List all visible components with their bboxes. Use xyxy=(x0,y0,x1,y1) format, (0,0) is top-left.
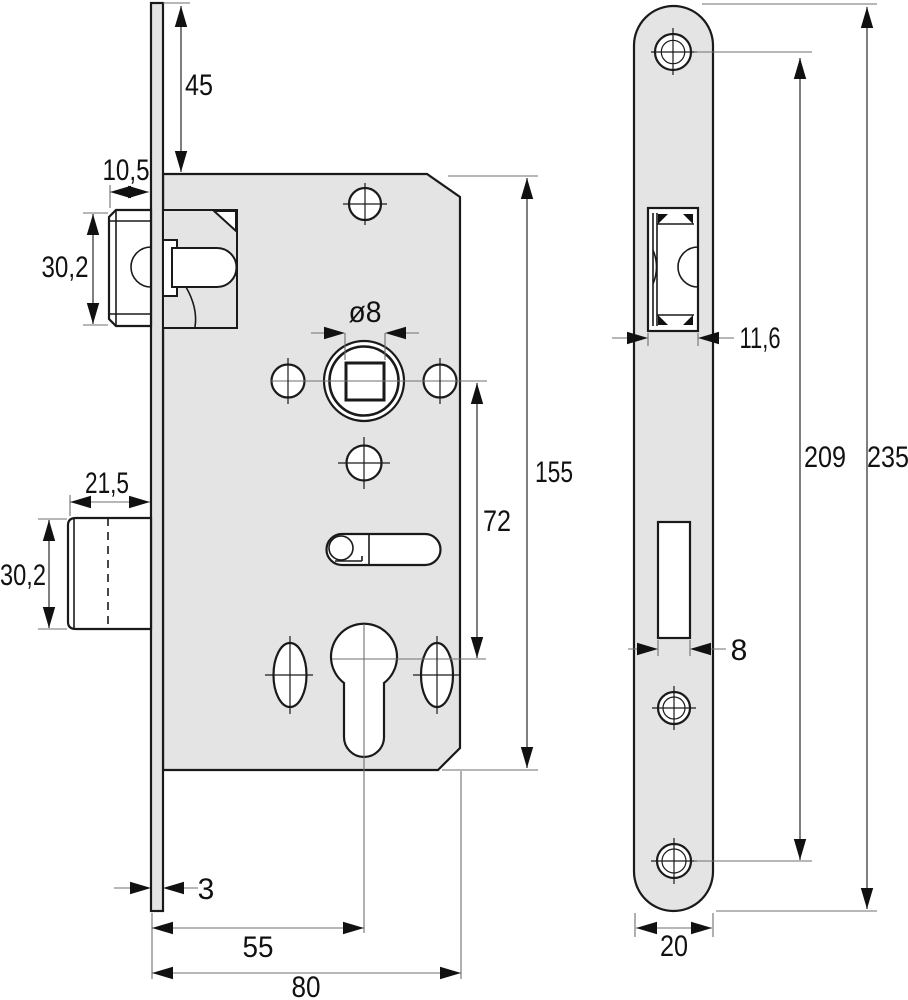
dim-label-11-6: 11,6 xyxy=(740,322,781,355)
latch-cutout xyxy=(646,206,700,333)
side-view-dimensions: 45 10,5 30,2 ø8 21,5 xyxy=(0,2,573,1000)
arrow-down-icon xyxy=(174,151,188,172)
arrow-right-icon xyxy=(691,921,712,935)
arrow-up-icon xyxy=(470,383,484,404)
arrow-down-icon xyxy=(860,888,874,909)
front-view xyxy=(632,4,715,913)
dim-backset: 55 xyxy=(151,913,364,979)
deadbolt-side xyxy=(66,516,153,631)
latch-spring-wire xyxy=(185,286,197,328)
dim-label-3: 3 xyxy=(198,873,215,906)
front-view-dimensions: 11,6 8 20 209 235 xyxy=(612,3,908,963)
dim-latch-height: 30,2 xyxy=(42,212,108,326)
dim-label-209: 209 xyxy=(804,441,846,474)
arrow-up-icon xyxy=(86,214,100,235)
dim-case-height: 155 xyxy=(442,175,573,771)
arrow-up-icon xyxy=(860,7,874,28)
arrow-left-icon xyxy=(152,921,173,935)
lever-slot xyxy=(325,532,442,567)
latch-tail xyxy=(171,247,238,288)
dim-bolt-height: 30,2 xyxy=(0,518,67,630)
latch-cutout-details xyxy=(652,213,699,326)
dim-label-8: 8 xyxy=(731,634,748,667)
arrow-down-icon xyxy=(793,839,807,860)
arrow-right-icon xyxy=(324,326,345,340)
screw-hole-crosshairs xyxy=(651,28,697,884)
arrow-left-icon xyxy=(690,642,711,656)
dim-label-80: 80 xyxy=(292,971,321,1000)
dim-latch-cutout-width: 11,6 xyxy=(612,322,781,355)
arrow-right-icon xyxy=(128,185,149,199)
dim-label-235: 235 xyxy=(867,441,908,474)
dim-label-20: 20 xyxy=(660,930,688,963)
dim-label-30-2-bolt: 30,2 xyxy=(0,559,46,592)
dim-faceplate-length: 235 xyxy=(702,3,908,912)
dim-spindle-to-cylinder: 72 xyxy=(470,383,511,658)
arrow-right-icon xyxy=(130,881,151,895)
deadbolt-cutout xyxy=(656,520,692,640)
dim-label-45: 45 xyxy=(185,69,213,102)
dim-label-72: 72 xyxy=(483,505,511,538)
arrow-up-icon xyxy=(520,178,534,199)
arrow-up-icon xyxy=(793,58,807,79)
arrow-up-icon xyxy=(174,6,188,27)
arrow-left-icon xyxy=(110,185,131,199)
latch-bolt-detail-lines xyxy=(110,211,152,325)
dim-label-dia8: ø8 xyxy=(349,296,382,329)
dim-bolt-cutout-width: 8 xyxy=(628,634,747,667)
arrow-right-icon xyxy=(129,495,150,509)
arrow-left-icon xyxy=(152,966,173,980)
arrow-right-icon xyxy=(627,331,648,345)
crosshair-ticks xyxy=(265,183,461,714)
dim-label-30-2-latch: 30,2 xyxy=(42,251,89,284)
arrow-down-icon xyxy=(470,637,484,658)
dim-label-155: 155 xyxy=(535,456,573,489)
latch-bolt-side xyxy=(107,208,153,328)
arrow-right-icon xyxy=(637,642,658,656)
arrow-left-icon xyxy=(698,331,719,345)
arrow-down-icon xyxy=(42,607,56,628)
arrow-left-icon xyxy=(70,495,91,509)
arrow-left-icon xyxy=(636,921,657,935)
dim-spindle-square: ø8 xyxy=(311,296,419,360)
dim-faceplate-width: 20 xyxy=(634,913,714,963)
housing-corner-relief xyxy=(211,210,237,234)
dim-label-21-5: 21,5 xyxy=(85,467,129,500)
arrow-left-icon xyxy=(385,326,406,340)
side-view xyxy=(66,1,487,933)
dim-latch-projection: 10,5 xyxy=(103,154,150,208)
arrow-down-icon xyxy=(520,747,534,768)
arrow-right-icon xyxy=(343,921,364,935)
dim-faceplate-overhang-top: 45 xyxy=(163,2,213,172)
cylinder-centerlines xyxy=(332,624,486,933)
arrow-up-icon xyxy=(42,520,56,541)
arrow-left-icon xyxy=(163,881,184,895)
faceplate-edge-profile xyxy=(149,1,165,913)
lever-pivot xyxy=(328,535,354,561)
dim-case-depth: 80 xyxy=(152,771,462,1000)
dim-label-10-5: 10,5 xyxy=(103,154,150,187)
arrow-right-icon xyxy=(440,966,461,980)
arrow-down-icon xyxy=(86,303,100,324)
dim-faceplate-thickness: 3 xyxy=(114,873,214,906)
dim-screw-hole-spacing: 209 xyxy=(694,51,846,862)
dim-label-55: 55 xyxy=(243,931,274,964)
faceplate-front xyxy=(632,4,715,913)
dim-bolt-projection: 21,5 xyxy=(69,467,150,516)
lever-slot-details xyxy=(335,534,370,565)
